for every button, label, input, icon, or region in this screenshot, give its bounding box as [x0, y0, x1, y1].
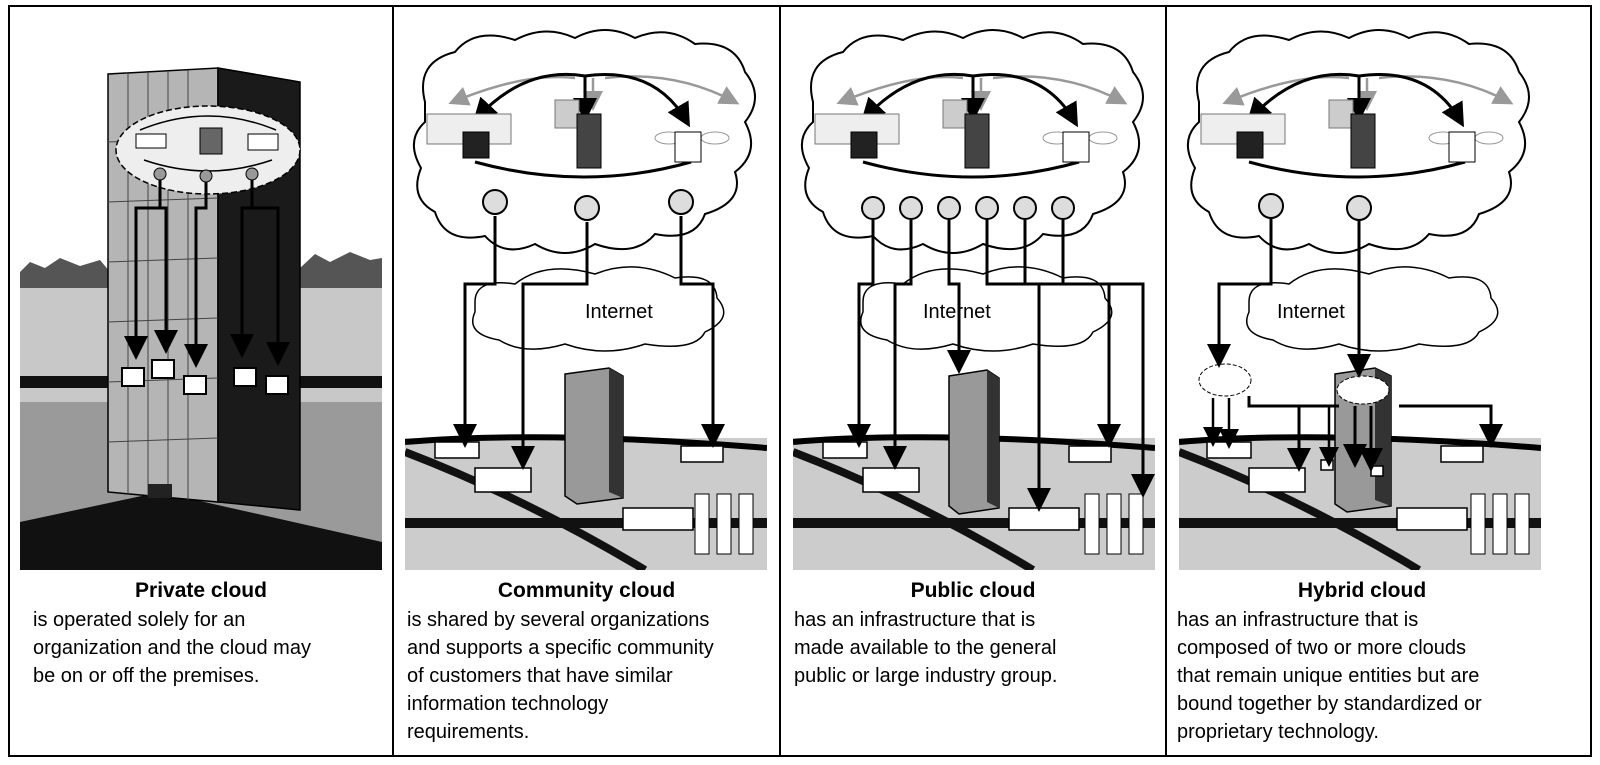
panel-title: Community cloud: [497, 579, 676, 602]
private-cloud-panel: Private cloud is operated solely for an …: [10, 5, 392, 757]
description-line: has an infrastructure that is: [794, 609, 1036, 631]
panel-description: has an infrastructure that is composed o…: [1177, 606, 1537, 746]
description-line: has an infrastructure that is: [1177, 609, 1419, 631]
description-line: bound together by standardized or: [1177, 693, 1482, 715]
description-line: requirements.: [407, 721, 530, 743]
figure-frame: [8, 5, 1592, 757]
description-line: made available to the general: [794, 637, 1057, 659]
panel-title: Hybrid cloud: [1297, 579, 1427, 602]
internet-label: Internet: [585, 301, 653, 323]
description-line: is operated solely for an: [33, 609, 246, 631]
description-line: of customers that have similar: [407, 665, 673, 687]
panel-description: has an infrastructure that is made avail…: [794, 606, 1154, 690]
public-cloud-illustration: Internet: [793, 22, 1155, 570]
community-cloud-illustration: Internet: [405, 22, 767, 570]
panel-description: is operated solely for an organization a…: [33, 606, 393, 690]
internet-label: Internet: [1277, 301, 1345, 323]
panel-divider: [1165, 5, 1167, 757]
internet-label: Internet: [923, 301, 991, 323]
description-line: proprietary technology.: [1177, 721, 1379, 743]
panel-divider: [779, 5, 781, 757]
description-line: and supports a specific community: [407, 637, 714, 659]
panel-title: Private cloud: [135, 579, 267, 602]
description-line: organization and the cloud may: [33, 637, 311, 659]
description-line: information technology: [407, 693, 609, 715]
public-cloud-panel: Internet Public cloud: [781, 5, 1165, 757]
hybrid-cloud-panel: Internet: [1167, 5, 1590, 757]
private-cloud-illustration: [20, 22, 382, 570]
description-line: that remain unique entities but are: [1177, 665, 1480, 687]
panel-title: Public cloud: [910, 579, 1036, 602]
panel-divider: [392, 5, 394, 757]
description-line: composed of two or more clouds: [1177, 637, 1467, 659]
community-cloud-panel: Internet Community cloud: [394, 5, 779, 757]
panel-description: is shared by several organizations and s…: [407, 606, 767, 746]
hybrid-cloud-illustration: Internet: [1179, 22, 1541, 570]
description-line: is shared by several organizations: [407, 609, 710, 631]
description-line: public or large industry group.: [794, 665, 1058, 687]
description-line: be on or off the premises.: [33, 665, 260, 687]
